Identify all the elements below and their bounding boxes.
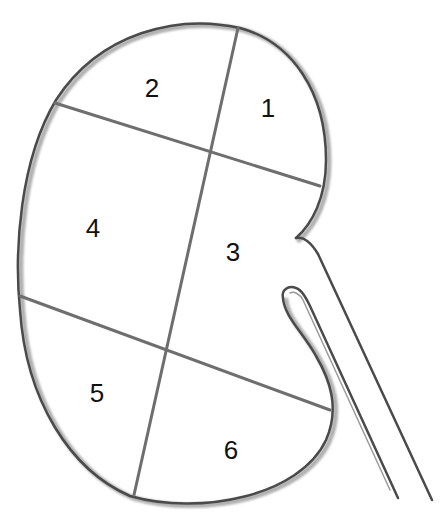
division-line: [20, 296, 330, 410]
kidney-outline: [18, 24, 333, 504]
ureter-inner-edge: [283, 287, 398, 498]
ureter-outer-edge: [296, 238, 432, 500]
division-line: [55, 103, 320, 186]
division-line: [134, 28, 238, 495]
region-number: 2: [145, 75, 159, 101]
region-number: 1: [261, 95, 275, 121]
region-number: 6: [224, 437, 238, 463]
region-number: 5: [90, 380, 104, 406]
region-number: 3: [226, 239, 240, 265]
region-number: 4: [86, 215, 100, 241]
